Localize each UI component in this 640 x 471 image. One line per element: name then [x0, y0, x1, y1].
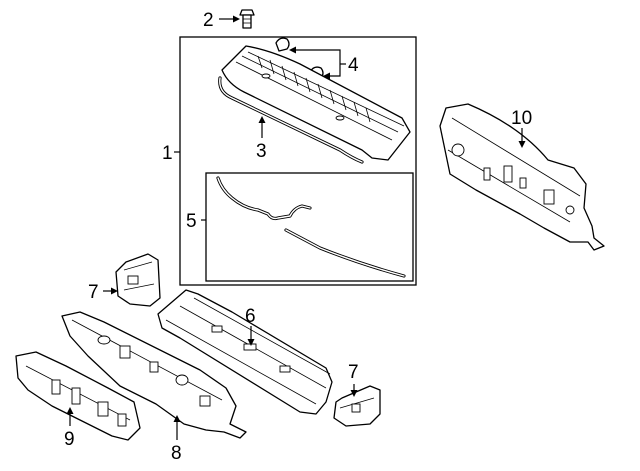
- leader-3: [258, 116, 266, 138]
- callout-7-left: 7: [88, 282, 99, 303]
- part-8-lower-dash-panel[interactable]: [61, 311, 247, 439]
- leader-7-left: [103, 287, 118, 295]
- part-4-clip-upper[interactable]: [275, 37, 290, 52]
- leader-8: [173, 415, 181, 440]
- leader-9: [66, 407, 74, 426]
- part-1-cowl-cover[interactable]: [221, 45, 411, 161]
- callout-2: 2: [203, 10, 214, 31]
- callout-3: 3: [256, 141, 267, 162]
- callout-1: 1: [162, 143, 173, 164]
- part-3-weatherstrip[interactable]: [218, 76, 364, 164]
- callout-9: 9: [64, 429, 75, 450]
- leader-4: [289, 46, 346, 80]
- part-6-cowl-panel[interactable]: [157, 289, 333, 415]
- callout-6: 6: [245, 306, 256, 327]
- callout-7-right: 7: [348, 362, 359, 383]
- part-2-bolt[interactable]: [239, 9, 255, 29]
- callout-5: 5: [186, 211, 197, 232]
- part-9-insulator[interactable]: [15, 351, 141, 441]
- callout-4: 4: [348, 55, 359, 76]
- callout-8: 8: [171, 443, 182, 464]
- leader-7-right: [350, 384, 358, 397]
- part-10-dash-panel[interactable]: [439, 103, 605, 251]
- assembly-1-group-box: [179, 36, 417, 286]
- part-7-bracket-left[interactable]: [115, 253, 161, 307]
- part-5-washer-hose[interactable]: [216, 176, 406, 278]
- part-7-bracket-right[interactable]: [333, 385, 381, 427]
- sub-assembly-5-group-box: [205, 172, 414, 282]
- leader-6: [247, 326, 255, 346]
- callout-10: 10: [511, 108, 532, 129]
- leader-2: [219, 15, 240, 23]
- leader-10: [518, 128, 526, 148]
